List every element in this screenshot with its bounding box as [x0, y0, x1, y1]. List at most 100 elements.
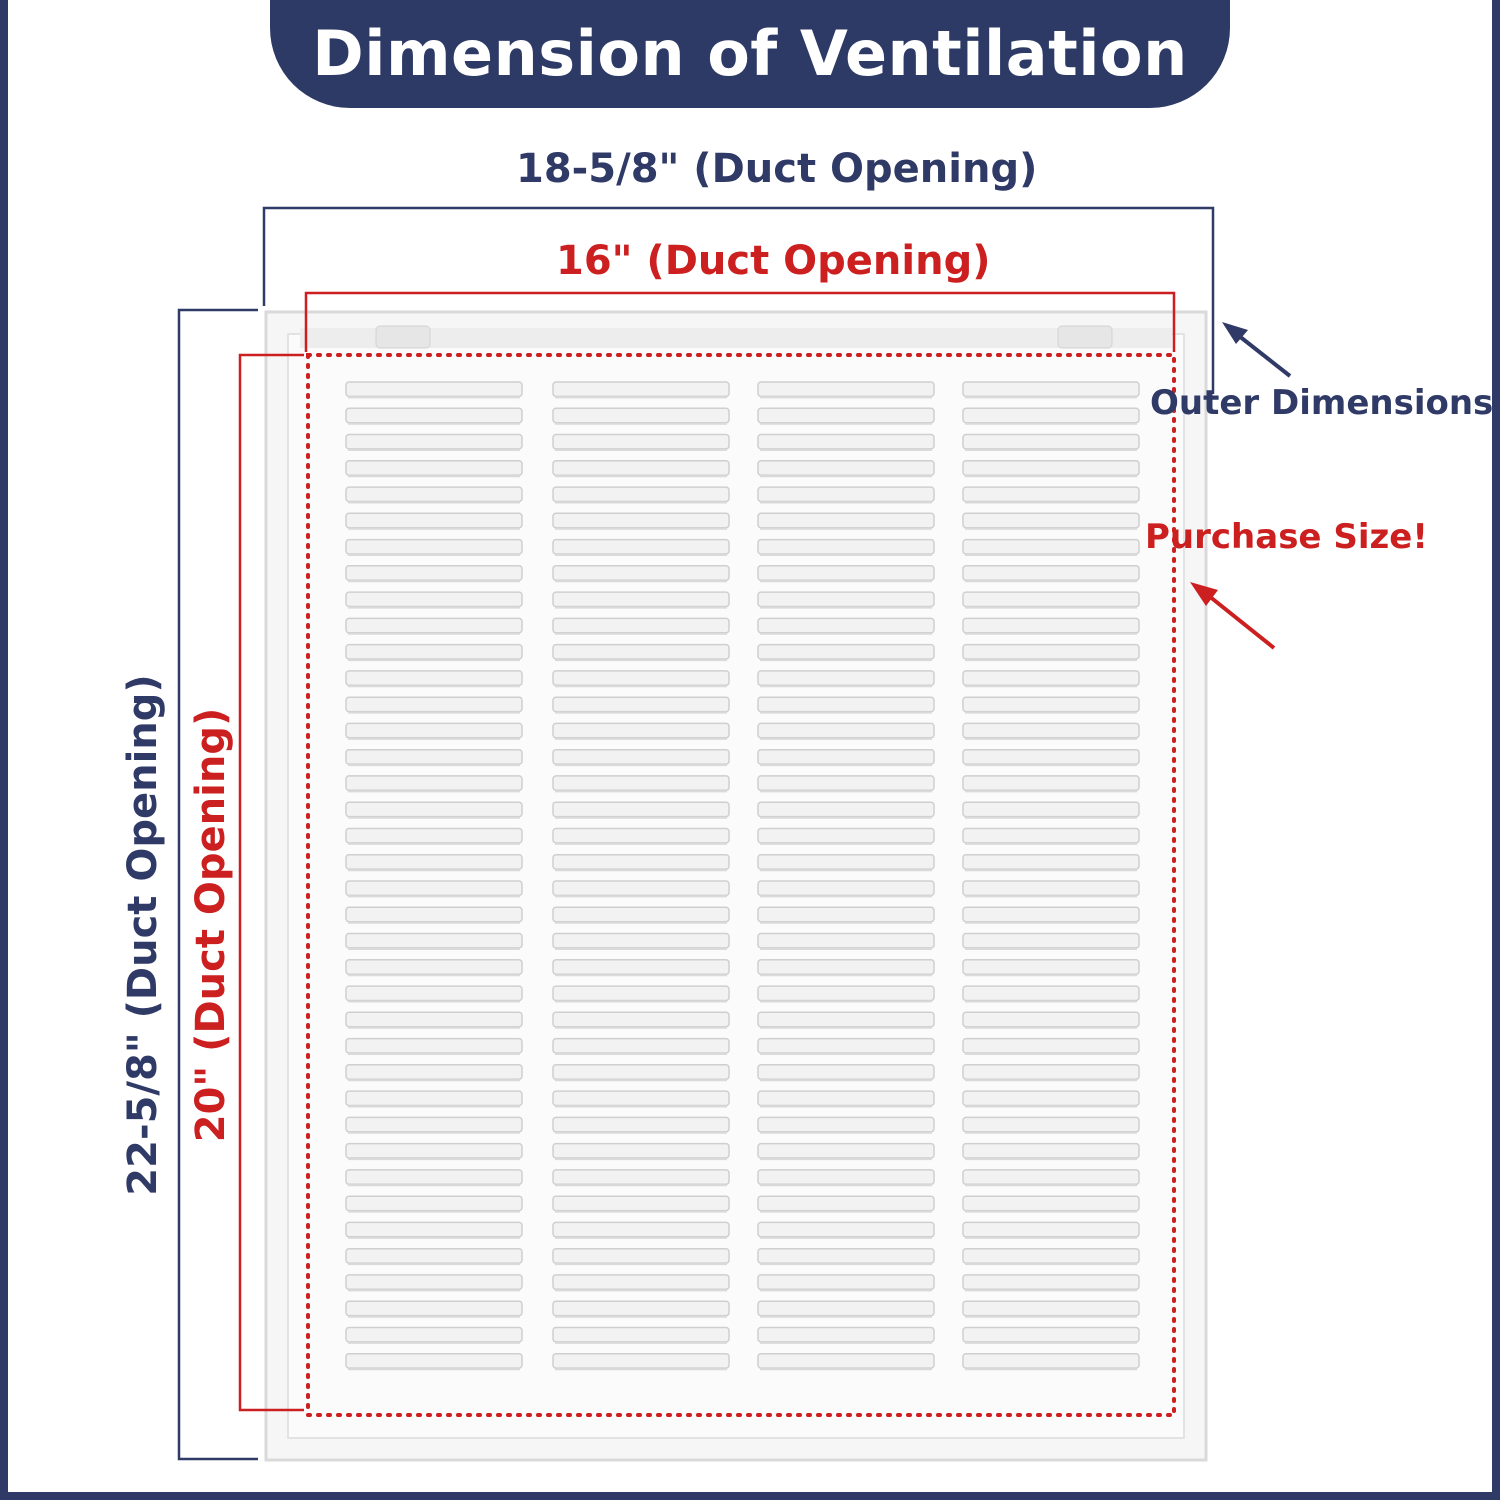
louver-slat	[962, 1116, 1140, 1133]
louver-slat	[552, 433, 730, 450]
outer-height-bracket	[177, 308, 258, 1461]
louver-slat	[757, 985, 935, 1002]
louver-slat	[552, 1116, 730, 1133]
inner-width-bracket	[304, 291, 1176, 352]
louver-slat	[757, 643, 935, 660]
title-banner: Dimension of Ventilation	[270, 0, 1230, 108]
louver-slat	[345, 1090, 523, 1107]
louver-slat	[345, 486, 523, 503]
louver-slat	[345, 853, 523, 870]
louver-slat	[552, 959, 730, 975]
louver-slat	[757, 1011, 935, 1028]
louver-slat	[757, 1274, 935, 1291]
louver-slat	[962, 827, 1140, 844]
louver-slat	[757, 1142, 935, 1159]
louver-slat	[345, 670, 523, 687]
louver-slat	[962, 1169, 1140, 1186]
louver-slat	[552, 565, 730, 581]
louver-slat	[962, 932, 1140, 949]
louver-slat	[552, 775, 730, 792]
louver-slat	[962, 1300, 1140, 1317]
louver-slat	[345, 1195, 523, 1212]
grille-clip-right	[1057, 325, 1113, 349]
louver-slat	[962, 748, 1140, 765]
louver-slat	[345, 1142, 523, 1159]
louver-slat	[345, 985, 523, 1002]
louver-slat	[757, 1195, 935, 1212]
louver-slat	[962, 670, 1140, 687]
louver-slat	[962, 696, 1140, 713]
louver-slat	[962, 880, 1140, 897]
louver-slat	[962, 460, 1140, 476]
louver-slat	[962, 617, 1140, 634]
canvas: Dimension of Ventilation 18-5/8" (Duct O…	[8, 0, 1492, 1492]
louver-slat	[552, 696, 730, 713]
louver-slat	[345, 565, 523, 581]
louver-slat	[757, 1090, 935, 1107]
louver-slat	[552, 722, 730, 739]
louver-slat	[552, 1064, 730, 1080]
louver-slat	[552, 381, 730, 398]
louver-slat	[345, 1037, 523, 1054]
louver-slat	[552, 1090, 730, 1107]
louver-slat	[757, 670, 935, 687]
louver-slat	[757, 538, 935, 555]
louver-slat	[552, 1011, 730, 1028]
louver-slat	[345, 381, 523, 398]
louver-slat	[757, 433, 935, 450]
louver-slat	[757, 1116, 935, 1133]
louver-slat	[345, 1221, 523, 1238]
louver-slat	[962, 853, 1140, 870]
louver-slat	[552, 1169, 730, 1186]
louver-slat	[552, 407, 730, 424]
louver-slat	[552, 512, 730, 529]
louver-slat	[552, 1247, 730, 1264]
louver-slat	[552, 1037, 730, 1054]
louver-slat	[757, 696, 935, 713]
louver-slat	[345, 1274, 523, 1291]
louver-slat	[757, 1247, 935, 1264]
louver-slat	[757, 381, 935, 398]
louver-slat	[345, 722, 523, 739]
louver-slat	[962, 906, 1140, 923]
louver-slat	[962, 1352, 1140, 1369]
louver-slat	[345, 1300, 523, 1317]
louver-slat	[757, 906, 935, 923]
louver-slat	[757, 1037, 935, 1054]
louver-slat	[757, 512, 935, 529]
louver-slat	[552, 643, 730, 660]
louver-slat	[962, 381, 1140, 398]
louver-slat	[552, 486, 730, 503]
louver-slat	[757, 617, 935, 634]
louver-slat	[962, 591, 1140, 608]
louver-slat	[757, 827, 935, 844]
louver-slat	[345, 748, 523, 765]
louver-slat	[962, 433, 1140, 450]
louver-group	[345, 381, 1140, 1371]
louver-slat	[962, 1274, 1140, 1291]
louver-slat	[962, 565, 1140, 581]
page-title: Dimension of Ventilation	[312, 17, 1188, 90]
louver-slat	[962, 775, 1140, 792]
inner-height-bracket	[238, 353, 304, 1412]
louver-slat	[962, 407, 1140, 424]
louver-slat	[757, 801, 935, 818]
louver-slat	[552, 1274, 730, 1291]
louver-slat	[552, 853, 730, 870]
louver-slat	[757, 880, 935, 897]
louver-slat	[552, 1221, 730, 1238]
louver-slat	[757, 748, 935, 765]
louver-slat	[962, 1221, 1140, 1238]
arrow-outer-icon	[1222, 322, 1292, 378]
louver-slat	[345, 906, 523, 923]
louver-slat	[345, 512, 523, 529]
louver-slat	[552, 670, 730, 687]
louver-slat	[962, 1064, 1140, 1080]
louver-slat	[962, 1247, 1140, 1264]
louver-slat	[962, 985, 1140, 1002]
outer-width-bracket	[262, 206, 1215, 394]
louver-slat	[552, 1352, 730, 1369]
louver-slat	[962, 1142, 1140, 1159]
louver-slat	[757, 959, 935, 975]
louver-slat	[345, 591, 523, 608]
